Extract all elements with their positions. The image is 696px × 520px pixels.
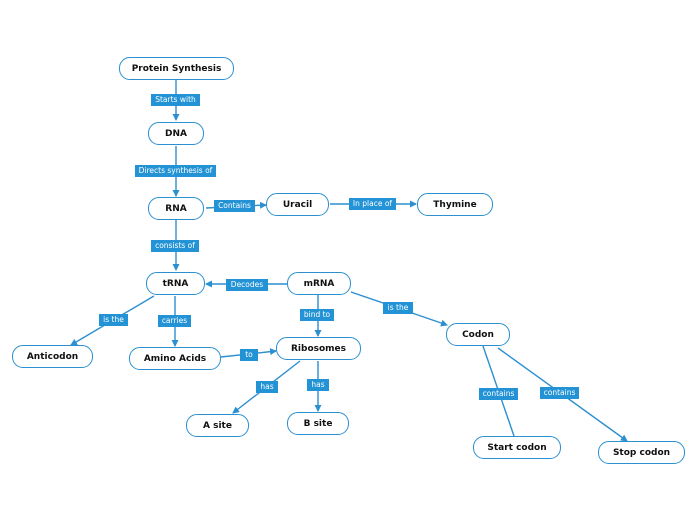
link-label-starts-with: Starts with — [151, 94, 200, 106]
node-stop-codon[interactable]: Stop codon — [598, 441, 685, 464]
link-label-contains-start: contains — [479, 388, 518, 400]
node-anticodon[interactable]: Anticodon — [12, 345, 93, 368]
link-label-contains-stop: contains — [540, 387, 579, 399]
node-uracil[interactable]: Uracil — [266, 193, 329, 216]
link-label-in-place-of: In place of — [349, 198, 396, 210]
link-label-directs-synthesis-of: Directs synthesis of — [135, 165, 216, 177]
link-label-has-b: has — [307, 379, 329, 391]
node-trna[interactable]: tRNA — [146, 272, 205, 295]
link-label-carries: carries — [158, 315, 191, 327]
node-thymine[interactable]: Thymine — [417, 193, 493, 216]
node-ribosomes[interactable]: Ribosomes — [276, 337, 361, 360]
link-label-consists-of: consists of — [151, 240, 199, 252]
node-b-site[interactable]: B site — [287, 412, 349, 435]
link-label-decodes: Decodes — [226, 279, 268, 291]
node-amino-acids[interactable]: Amino Acids — [129, 347, 221, 370]
node-codon[interactable]: Codon — [446, 323, 510, 346]
link-label-bind-to: bind to — [300, 309, 334, 321]
link-label-contains-uracil: Contains — [214, 200, 255, 212]
link-label-is-the-codon: is the — [383, 302, 413, 314]
link-label-has-a: has — [256, 381, 278, 393]
node-rna[interactable]: RNA — [148, 197, 204, 220]
node-mrna[interactable]: mRNA — [287, 272, 351, 295]
node-start-codon[interactable]: Start codon — [473, 436, 561, 459]
node-protein-synthesis[interactable]: Protein Synthesis — [119, 57, 234, 80]
node-dna[interactable]: DNA — [148, 122, 204, 145]
link-label-to: to — [240, 349, 258, 361]
link-label-is-the-anticodon: is the — [99, 314, 128, 326]
node-a-site[interactable]: A site — [186, 414, 249, 437]
